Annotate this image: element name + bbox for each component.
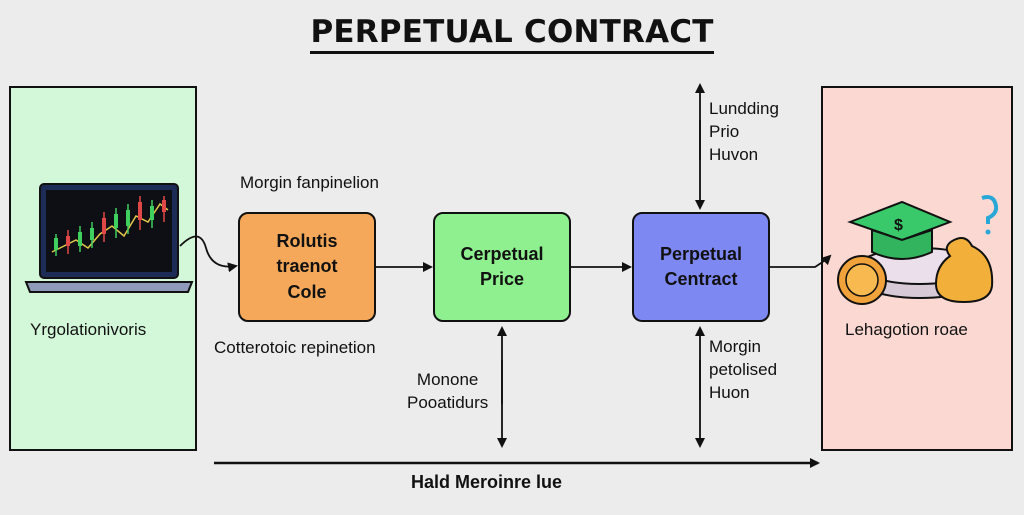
page-title: PERPETUAL CONTRACT	[0, 14, 1024, 54]
laptop-chart-icon	[24, 183, 194, 293]
label-below-node3: Morgin petolised Huon	[709, 337, 778, 402]
label-above-node3: Lundding Prio Huvon	[709, 99, 779, 164]
money-bag-icon: $	[837, 195, 999, 305]
label-below-node1: Cotterotoic repinetion	[214, 338, 376, 357]
right-panel-label: Lehagotion roae	[845, 320, 968, 339]
node-rolutis-traenot-cole: Rolutis traenot Cole	[238, 212, 376, 322]
left-panel-label: Yrgolationivoris	[30, 320, 147, 339]
bottom-label: Hald Meroinre lue	[411, 472, 563, 492]
label-below-node2: Monone Pooatidurs	[407, 370, 489, 412]
arrow-node3-to-right	[770, 254, 832, 268]
node-perpetual-centract: Perpetual Centract	[632, 212, 770, 322]
svg-text:$: $	[894, 217, 903, 234]
node-cerpetual-price: Cerpetual Price	[433, 212, 571, 322]
arrow-laptop-to-node1	[179, 235, 238, 273]
label-above-node1: Morgin fanpinelion	[240, 173, 379, 192]
